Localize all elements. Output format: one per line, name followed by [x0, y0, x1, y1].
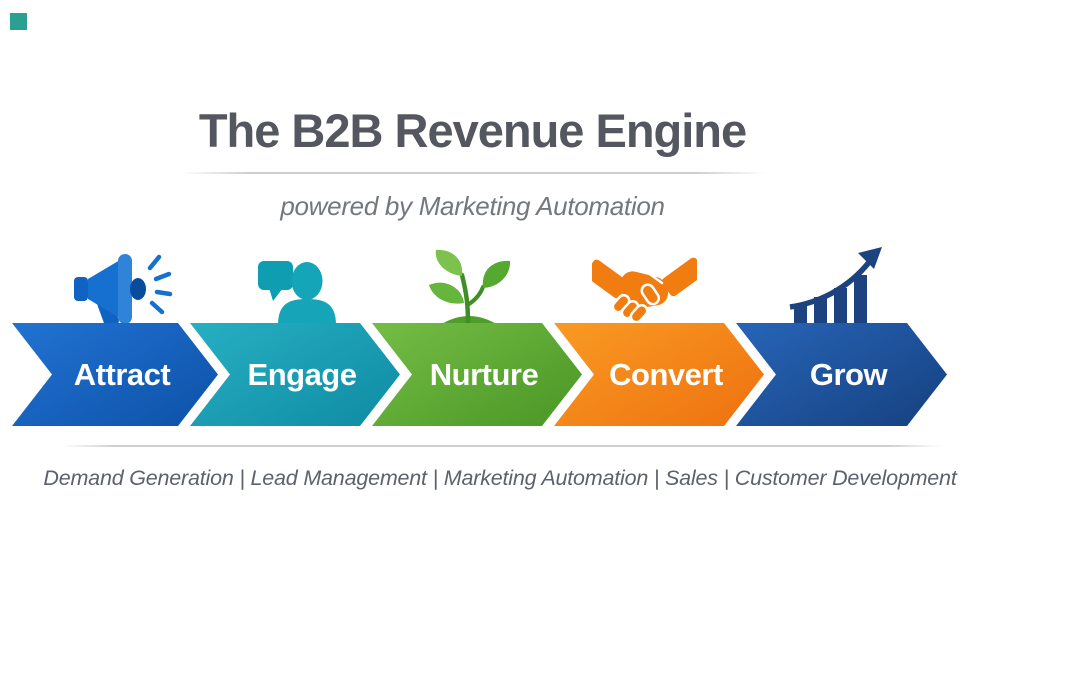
handshake-icon: [592, 257, 697, 324]
stage-label: Attract: [73, 356, 171, 392]
stage-arrow-nurture: Nurture: [372, 323, 582, 426]
footer-caption: Demand Generation | Lead Management | Ma…: [43, 466, 957, 490]
stage-band: Attract Engage Nurture Convert Grow: [12, 323, 947, 426]
stage-label: Grow: [809, 356, 888, 392]
growth-chart-icon: [789, 247, 882, 323]
footer-divider: [62, 445, 942, 447]
person-chat-icon: [258, 261, 336, 325]
megaphone-icon: [74, 254, 173, 328]
sprout-icon: [429, 249, 511, 325]
corner-mark: [10, 13, 27, 30]
stage-label: Engage: [247, 356, 357, 392]
stage-arrow-engage: Engage: [190, 323, 400, 426]
stage-arrow-grow: Grow: [736, 323, 947, 426]
page-title: The B2B Revenue Engine: [198, 104, 747, 157]
title-divider: [180, 172, 766, 174]
stage-label: Convert: [609, 356, 723, 392]
page-subtitle: powered by Marketing Automation: [280, 191, 665, 221]
stage-arrow-convert: Convert: [554, 323, 764, 426]
stage-arrow-attract: Attract: [12, 323, 218, 426]
stage-label: Nurture: [429, 356, 539, 392]
